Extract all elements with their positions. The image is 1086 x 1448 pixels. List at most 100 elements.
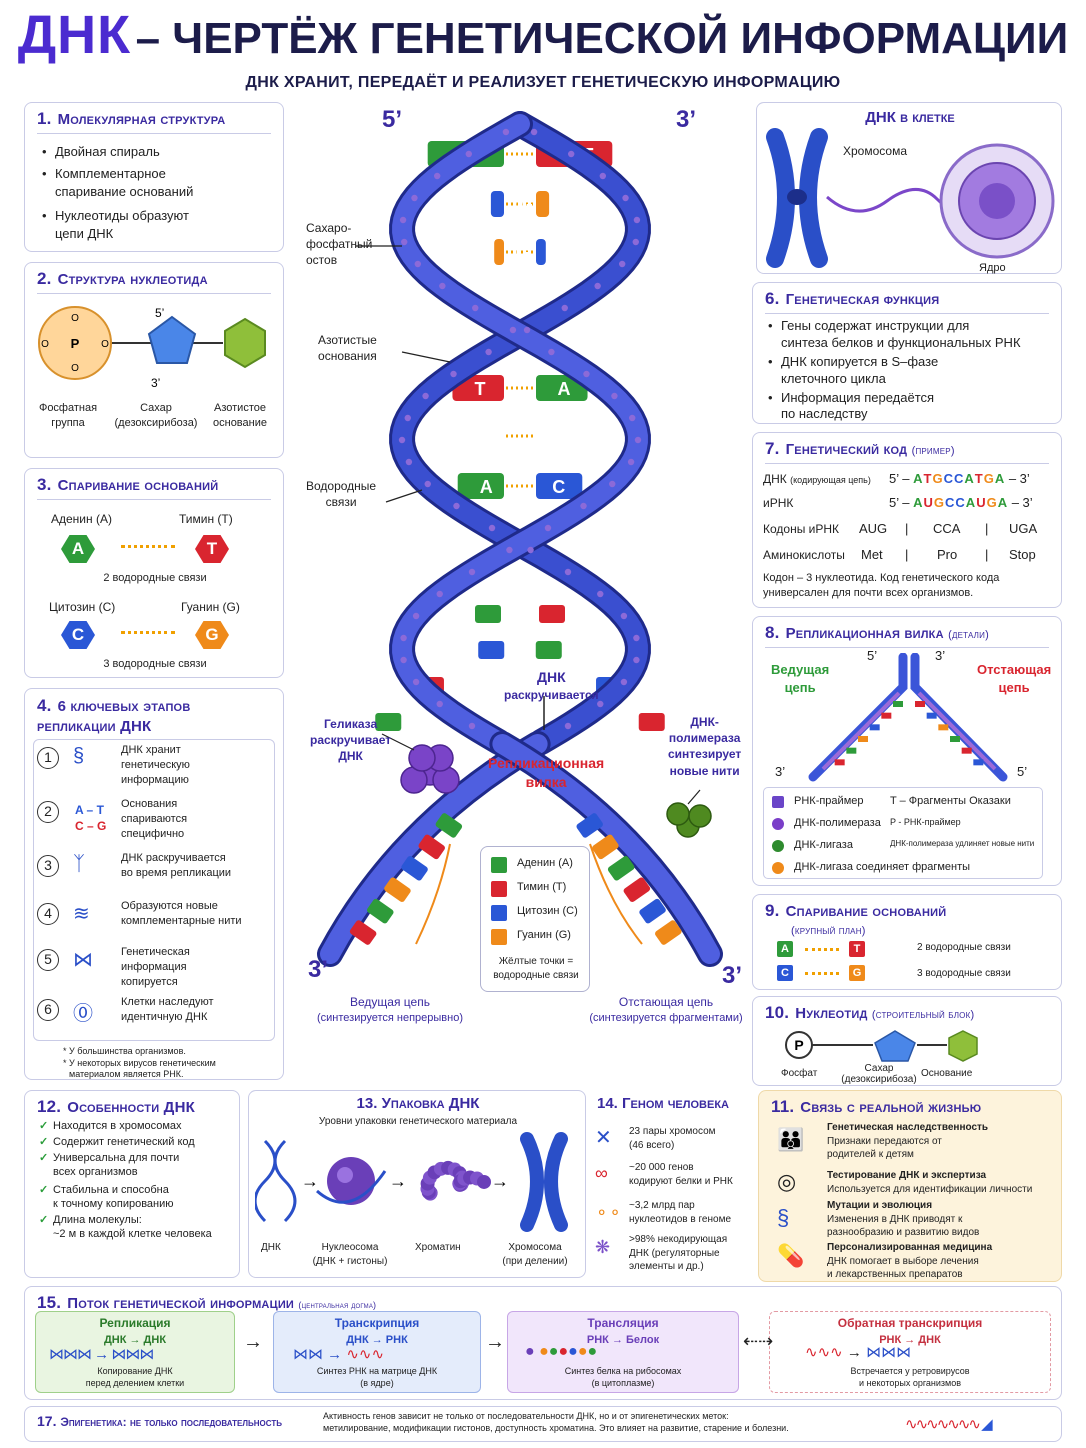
rung-letter-left: G bbox=[516, 243, 530, 263]
panel-number: 1. bbox=[37, 109, 52, 128]
rung-letter-left: G bbox=[551, 427, 565, 447]
phosphate-bead bbox=[544, 524, 552, 532]
sequence-letter: C bbox=[953, 471, 964, 486]
panel-title: 6 ключевых этапов bbox=[57, 698, 191, 715]
phosphate-bead bbox=[401, 238, 408, 246]
lagging-new-base bbox=[639, 898, 666, 924]
phosphate-bead bbox=[548, 348, 555, 356]
arrow-icon: → bbox=[243, 1331, 263, 1353]
panel-nucleotide-block: 10.Нуклеотид (строительный блок) P Фосфа… bbox=[752, 996, 1062, 1086]
page-subtitle: ДНК ХРАНИТ, ПЕРЕДАЁТ И РЕАЛИЗУЕТ ГЕНЕТИЧ… bbox=[245, 74, 841, 91]
lagging-direction-arrow bbox=[589, 843, 643, 945]
page-title: ДНК – ЧЕРТЁЖ ГЕНЕТИЧЕСКОЙ ИНФОРМАЦИИ bbox=[0, 4, 1086, 66]
lagging-new-base bbox=[623, 877, 651, 902]
unwound-base bbox=[535, 641, 562, 659]
oxygen-label: O bbox=[41, 339, 49, 350]
closeup-t: T bbox=[849, 941, 865, 957]
panel-number: 15. bbox=[37, 1293, 62, 1312]
dna-rna-icon: ⋈⋈ → ∿∿∿ bbox=[293, 1346, 385, 1363]
three-bonds-note: 3 водородные связи bbox=[103, 658, 207, 670]
phosphate-bead bbox=[564, 568, 572, 576]
three-prime-label: 3’ bbox=[151, 376, 160, 390]
aa-sep: | bbox=[985, 547, 989, 562]
fork-base-tick bbox=[961, 747, 972, 754]
closeup-bonds-3 bbox=[805, 972, 839, 975]
phosphate-circle bbox=[38, 306, 112, 380]
feature-item-cont: к точному копированию bbox=[53, 1198, 174, 1210]
fork-base-tick bbox=[858, 736, 868, 742]
sequence-letter: T bbox=[974, 471, 983, 486]
fork-base-tick bbox=[893, 701, 903, 707]
phosphorus-label: P bbox=[71, 336, 80, 351]
footnote-3: материалом является РНК. bbox=[69, 1069, 184, 1079]
packaging-subtitle: Уровни упаковки генетического материала bbox=[318, 1116, 518, 1127]
closeup-three-bonds: 3 водородные связи bbox=[917, 968, 1011, 979]
thymine-hex: T bbox=[195, 535, 229, 563]
chromosome-icon: ✕ bbox=[595, 1127, 612, 1149]
panel-title: Поток генетической информации bbox=[67, 1295, 295, 1312]
flow-arrow-text: ДНК → РНК bbox=[346, 1334, 408, 1347]
cell-illustration bbox=[766, 128, 1055, 268]
phosphate-bead bbox=[405, 458, 413, 466]
step-icon: ᛉ bbox=[73, 853, 85, 875]
phosphate-bead bbox=[599, 172, 607, 180]
callout-line bbox=[687, 789, 701, 805]
fork-backbone bbox=[492, 734, 720, 964]
chromosome-icon bbox=[520, 1132, 568, 1232]
phosphate-bead bbox=[436, 700, 443, 708]
list-item-cont: клеточного цикла bbox=[781, 371, 886, 386]
phosphate-bead bbox=[485, 348, 492, 356]
fork-five-bottom: 5’ bbox=[1017, 764, 1028, 779]
steps-box bbox=[33, 739, 275, 1041]
step-number: 6 bbox=[37, 999, 59, 1021]
sequence-letter: U bbox=[923, 495, 933, 510]
flow-arrow-text: РНК → Белок bbox=[586, 1334, 660, 1347]
phosphate-bead bbox=[611, 392, 618, 400]
panel-title: Генетический код bbox=[785, 441, 908, 458]
title-rest: – ЧЕРТЁЖ ГЕНЕТИЧЕСКОЙ ИНФОРМАЦИИ bbox=[135, 14, 1069, 63]
unwound-base bbox=[375, 713, 402, 731]
closeup-bonds-2 bbox=[805, 948, 839, 951]
list-item: Комплементарное bbox=[42, 165, 166, 182]
fork-base-tick bbox=[950, 736, 960, 742]
list-item: Информация передаётся bbox=[768, 389, 934, 406]
callout-line bbox=[401, 351, 451, 363]
panel-human-genome: 14. Геном человека ✕ 23 пары хромосом(46… bbox=[588, 1090, 750, 1278]
panel-real-life: 11.Связь с реальной жизнью 👪 Генетическа… bbox=[758, 1090, 1062, 1282]
phosphate-bead bbox=[597, 590, 604, 598]
phosphate-bead bbox=[632, 238, 639, 246]
leading-strand-label: Ведущая цепь(синтезируется непрерывно) bbox=[316, 995, 464, 1024]
ligase-joins-swatch bbox=[772, 862, 784, 874]
panel-title: Спаривание оснований bbox=[57, 477, 219, 494]
leading-new-base bbox=[349, 920, 377, 945]
lagging-new-base bbox=[592, 834, 619, 860]
step-number: 1 bbox=[37, 747, 59, 769]
sequence-letter: G bbox=[983, 471, 994, 486]
polymerase-sphere bbox=[666, 802, 690, 826]
panel-number: 4. bbox=[37, 696, 52, 715]
oxygen-label: O bbox=[71, 363, 79, 374]
sequence-letter: A bbox=[913, 495, 923, 510]
rung-letter-right: C bbox=[516, 243, 529, 263]
aa-sep: | bbox=[905, 547, 909, 562]
lagging-new-base bbox=[607, 856, 635, 881]
sugar-label: Сахар(дезоксирибоза) bbox=[841, 1063, 917, 1085]
phosphate-bead bbox=[620, 612, 628, 620]
panel-number: 3. bbox=[37, 475, 52, 494]
phosphate-bead bbox=[436, 590, 443, 598]
amino-acids-label: Аминокислоты bbox=[763, 548, 845, 562]
oxygen-label: O bbox=[71, 313, 79, 324]
base-rung-right bbox=[536, 191, 550, 217]
dna-sequence: 5’ – ATGCCATGA – 3’ bbox=[889, 471, 1030, 486]
five-prime-label: 5’ bbox=[155, 306, 164, 320]
arrow-icon: → bbox=[491, 1171, 509, 1191]
phosphate-bead bbox=[530, 128, 538, 136]
phosphate-bead bbox=[439, 282, 446, 290]
phosphate-bead bbox=[400, 634, 407, 642]
panel-title-2: репликации ДНК bbox=[37, 718, 152, 736]
flow-replication bbox=[35, 1311, 235, 1393]
